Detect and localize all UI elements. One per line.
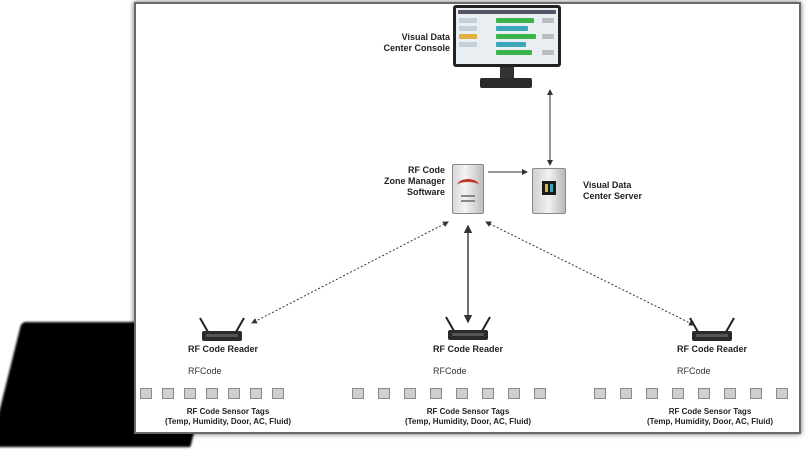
sensor-tag: [698, 388, 710, 399]
router-icon: [445, 316, 491, 340]
sensor-tag: [594, 388, 606, 399]
link-zone-reader-left: [251, 221, 449, 324]
vdc-server: [532, 168, 566, 214]
reader-label: RF Code Reader: [432, 344, 503, 354]
router-icon: [199, 317, 245, 341]
vdc-server-label: Visual Data Center Server: [583, 180, 643, 201]
monitor-base: [480, 78, 532, 88]
sensor-tag: [482, 388, 494, 399]
monitor-stand: [500, 67, 514, 79]
sensor-tag: [456, 388, 468, 399]
sensor-tag: [184, 388, 196, 399]
sensor-tag: [430, 388, 442, 399]
reader-label: RF Code Reader: [187, 344, 258, 354]
sensor-tag: [776, 388, 788, 399]
rfcode-logo: RFCode: [188, 366, 222, 376]
diagram-frame: [134, 2, 801, 434]
sensor-tag: [352, 388, 364, 399]
sensor-tag: [404, 388, 416, 399]
sensor-tags-label: RF Code Sensor Tags (Temp, Humidity, Doo…: [646, 407, 774, 426]
sensor-tag: [534, 388, 546, 399]
sensor-tag: [162, 388, 174, 399]
reader-label: RF Code Reader: [676, 344, 747, 354]
console-monitor: [453, 5, 561, 67]
sensor-tags-label: RF Code Sensor Tags (Temp, Humidity, Doo…: [164, 407, 292, 426]
sensor-tag: [646, 388, 658, 399]
sensor-tag: [672, 388, 684, 399]
rfcode-logo: RFCode: [433, 366, 467, 376]
sensor-tag: [378, 388, 390, 399]
sensor-tag: [272, 388, 284, 399]
console-label: Visual Data Center Console: [383, 32, 450, 53]
link-zone-reader-right: [485, 221, 695, 326]
router-icon: [689, 317, 735, 341]
sensor-tag: [724, 388, 736, 399]
sensor-tag: [508, 388, 520, 399]
console-screen: [456, 8, 558, 64]
sensor-tags-label: RF Code Sensor Tags (Temp, Humidity, Doo…: [404, 407, 532, 426]
sensor-tag: [250, 388, 262, 399]
sensor-tag: [228, 388, 240, 399]
rfcode-logo: RFCode: [677, 366, 711, 376]
zone-manager-server: [452, 164, 484, 214]
sensor-tag: [206, 388, 218, 399]
sensor-tag: [750, 388, 762, 399]
zone-manager-label: RF Code Zone Manager Software: [383, 165, 445, 197]
sensor-tag: [620, 388, 632, 399]
sensor-tag: [140, 388, 152, 399]
